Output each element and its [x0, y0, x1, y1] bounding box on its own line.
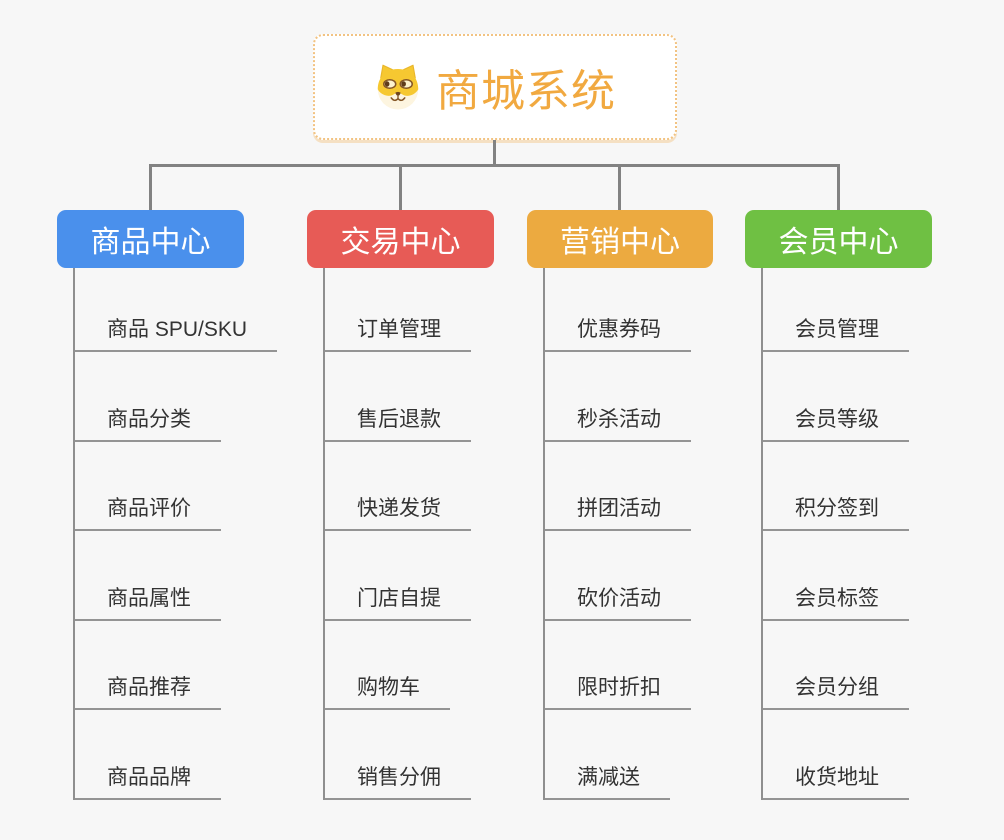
child-label[interactable]: 会员管理	[763, 313, 909, 352]
child-node: 会员分组	[763, 621, 909, 710]
child-node: 砍价活动	[545, 531, 691, 621]
child-node: 优惠券码	[545, 268, 691, 352]
child-node: 销售分佣	[325, 710, 471, 800]
child-node: 满减送	[545, 710, 691, 800]
root-title: 商城系统	[436, 67, 616, 116]
child-label[interactable]: 秒杀活动	[545, 403, 691, 442]
child-label[interactable]: 优惠券码	[545, 313, 691, 352]
branch-node-member-center[interactable]: 会员中心	[745, 210, 932, 268]
branch-marketing-center: 营销中心 优惠券码 秒杀活动 拼团活动 砍价活动 限时折扣 满减送	[527, 210, 713, 800]
child-node: 积分签到	[763, 442, 909, 531]
branch-trade-center: 交易中心 订单管理 售后退款 快递发货 门店自提 购物车 销售分佣	[307, 210, 494, 800]
child-node: 门店自提	[325, 531, 471, 621]
child-label[interactable]: 会员标签	[763, 582, 909, 621]
child-node: 商品品牌	[75, 710, 277, 800]
branch-label: 交易中心	[340, 226, 461, 259]
branch-product-center: 商品中心 商品 SPU/SKU 商品分类 商品评价 商品属性 商品推荐 商品品牌	[57, 210, 278, 800]
child-node: 秒杀活动	[545, 352, 691, 442]
child-node: 会员管理	[763, 268, 909, 352]
root-node-mall-system[interactable]: 商城系统	[313, 34, 677, 140]
connector-horizontal-bus	[149, 164, 840, 167]
branch-children: 优惠券码 秒杀活动 拼团活动 砍价活动 限时折扣 满减送	[543, 268, 691, 800]
branch-node-marketing-center[interactable]: 营销中心	[527, 210, 713, 268]
child-label[interactable]: 商品推荐	[75, 671, 221, 710]
branch-children: 订单管理 售后退款 快递发货 门店自提 购物车 销售分佣	[323, 268, 471, 800]
child-label[interactable]: 满减送	[545, 761, 670, 800]
child-label[interactable]: 收货地址	[763, 761, 909, 800]
child-label[interactable]: 会员分组	[763, 671, 909, 710]
child-label[interactable]: 订单管理	[325, 313, 471, 352]
child-label[interactable]: 门店自提	[325, 582, 471, 621]
connector-drop-trade	[399, 167, 402, 210]
dog-face-icon	[374, 63, 422, 111]
child-node: 会员等级	[763, 352, 909, 442]
child-node: 收货地址	[763, 710, 909, 800]
child-label[interactable]: 商品品牌	[75, 761, 221, 800]
child-label[interactable]: 砍价活动	[545, 582, 691, 621]
child-node: 购物车	[325, 621, 471, 710]
branch-label: 商品中心	[90, 226, 211, 259]
child-node: 快递发货	[325, 442, 471, 531]
child-node: 商品分类	[75, 352, 277, 442]
child-label[interactable]: 会员等级	[763, 403, 909, 442]
child-label[interactable]: 商品 SPU/SKU	[75, 313, 278, 352]
child-node: 订单管理	[325, 268, 471, 352]
child-node: 商品属性	[75, 531, 277, 621]
connector-drop-products	[149, 167, 152, 210]
child-node: 售后退款	[325, 352, 471, 442]
child-label[interactable]: 购物车	[325, 671, 450, 710]
child-node: 会员标签	[763, 531, 909, 621]
branch-node-trade-center[interactable]: 交易中心	[307, 210, 494, 268]
child-node: 商品评价	[75, 442, 277, 531]
child-label[interactable]: 售后退款	[325, 403, 471, 442]
connector-drop-members	[837, 167, 840, 210]
child-label[interactable]: 商品属性	[75, 582, 221, 621]
child-label[interactable]: 商品评价	[75, 492, 221, 531]
branch-node-product-center[interactable]: 商品中心	[57, 210, 244, 268]
child-label[interactable]: 快递发货	[325, 492, 471, 531]
child-node: 拼团活动	[545, 442, 691, 531]
child-label[interactable]: 限时折扣	[545, 671, 691, 710]
branch-children: 商品 SPU/SKU 商品分类 商品评价 商品属性 商品推荐 商品品牌	[73, 268, 278, 800]
branch-children: 会员管理 会员等级 积分签到 会员标签 会员分组 收货地址	[761, 268, 909, 800]
branch-label: 营销中心	[560, 226, 680, 259]
child-label[interactable]: 积分签到	[763, 492, 909, 531]
child-node: 商品推荐	[75, 621, 277, 710]
connector-drop-marketing	[618, 167, 621, 210]
branch-label: 会员中心	[778, 226, 899, 259]
branch-member-center: 会员中心 会员管理 会员等级 积分签到 会员标签 会员分组 收货地址	[745, 210, 932, 800]
child-label[interactable]: 销售分佣	[325, 761, 471, 800]
child-label[interactable]: 拼团活动	[545, 492, 691, 531]
child-node: 限时折扣	[545, 621, 691, 710]
child-label[interactable]: 商品分类	[75, 403, 221, 442]
child-node: 商品 SPU/SKU	[75, 268, 278, 352]
connector-root-drop	[493, 140, 496, 164]
